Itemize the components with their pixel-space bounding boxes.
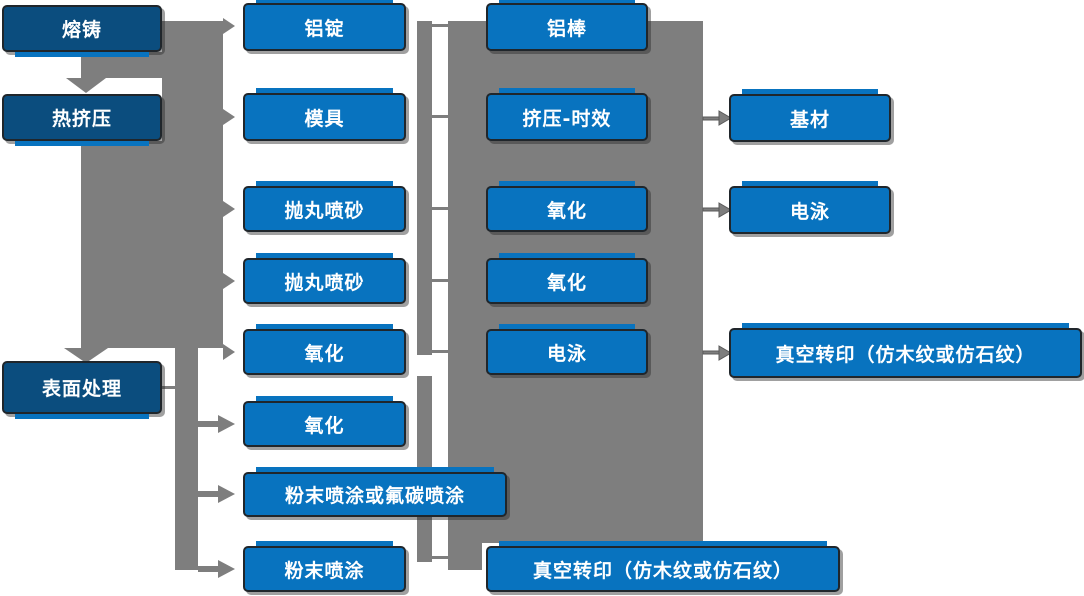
stage-hot-extrusion-box: 热挤压 (2, 94, 162, 146)
vacuum-transfer-print-box-2: 真空转印（仿木纹或仿石纹） (729, 323, 1082, 378)
oxidation-box-1: 氧化 (243, 324, 406, 375)
electrophoresis-box-2: 电泳 (729, 181, 891, 234)
mold-box: 模具 (243, 88, 406, 141)
extrusion-aging-box: 挤压-时效 (486, 88, 648, 141)
oxidation-box-2: 氧化 (243, 396, 406, 447)
powder-coating-box: 粉末喷涂 (243, 541, 406, 592)
stage-melting-casting-box: 熔铸 (2, 5, 162, 57)
stage-surface-treatment-box: 表面处理 (2, 361, 162, 419)
shot-blasting-box-1: 抛丸喷砂 (243, 181, 406, 232)
base-material-box: 基材 (729, 89, 891, 142)
shot-blasting-box-2: 抛丸喷砂 (243, 253, 406, 304)
left-connector-group (64, 18, 235, 578)
powder-or-fluorocarbon-coating-box: 粉末喷涂或氟碳喷涂 (243, 467, 507, 517)
electrophoresis-box-1: 电泳 (486, 324, 648, 375)
vacuum-transfer-print-box-1: 真空转印（仿木纹或仿石纹） (486, 541, 840, 592)
oxidation-box-4: 氧化 (486, 253, 648, 304)
aluminum-rod-box: 铝棒 (486, 0, 648, 51)
right-arrow-group (702, 110, 732, 361)
aluminum-ingot-box: 铝锭 (243, 0, 406, 51)
oxidation-box-3: 氧化 (486, 181, 648, 232)
